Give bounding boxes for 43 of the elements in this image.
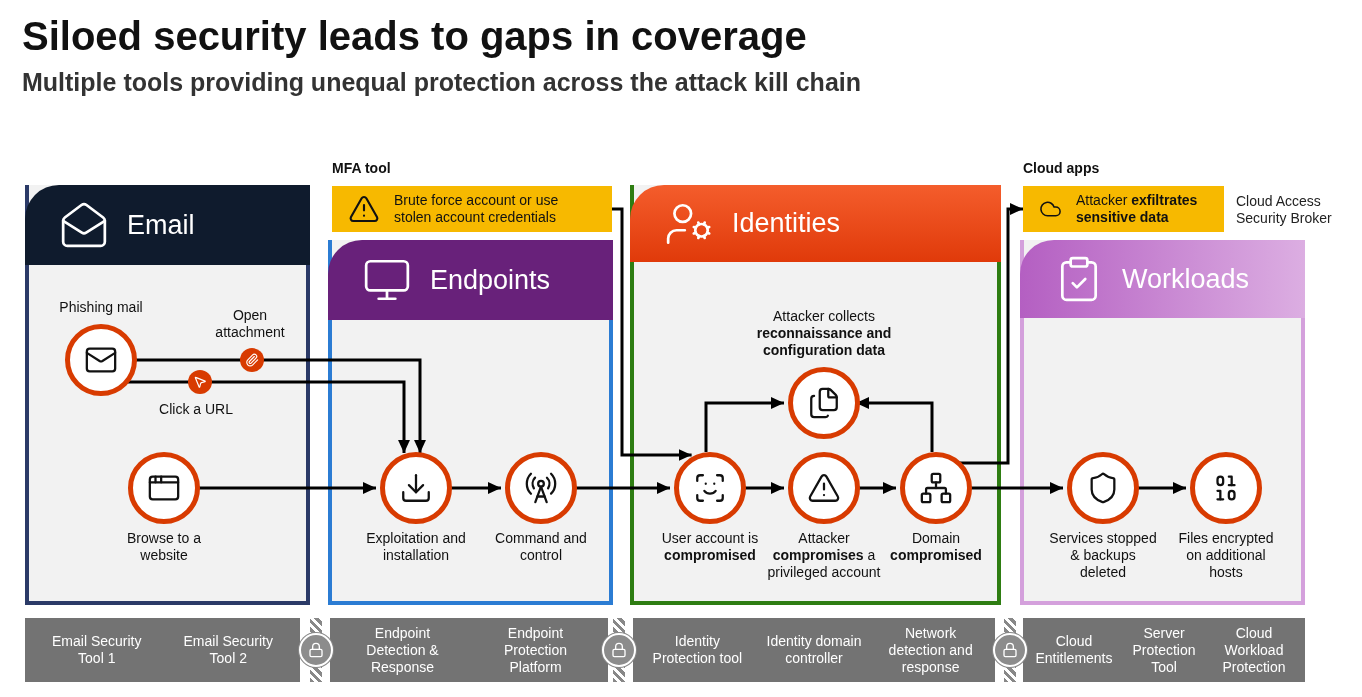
tool-name: Endpoint Protection Platform xyxy=(502,624,568,676)
tool-bar xyxy=(330,618,608,682)
callout-text: Brute force account or use stolen account credentials xyxy=(394,192,560,226)
step-label: Domain compromised xyxy=(889,530,983,564)
step-label: Files encrypted on additional hosts xyxy=(1177,530,1275,581)
arrow xyxy=(704,397,784,452)
subtitle: Multiple tools providing unequal protection across the attack kill chain xyxy=(22,68,861,97)
panel-title: Email xyxy=(127,209,195,241)
callout-heading: Cloud apps xyxy=(1023,160,1101,178)
side-note: Cloud Access Security Broker xyxy=(1236,193,1333,227)
tool-name: Server Protection Tool xyxy=(1131,624,1197,676)
panel xyxy=(328,240,613,605)
tool-name: Email Security Tool 1 xyxy=(51,633,143,667)
tool-name: Email Security Tool 2 xyxy=(182,633,274,667)
arrow xyxy=(612,207,692,461)
step-label: Services stopped & backups deleted xyxy=(1048,530,1158,581)
step-label: User account is compromised xyxy=(660,530,760,564)
panel xyxy=(1020,240,1305,605)
callout-text: Attacker exfiltrates sensitive data xyxy=(1076,192,1199,226)
tool-bar xyxy=(633,618,995,682)
step-label: Attacker collects reconnaissance and configuration data xyxy=(755,308,893,359)
tool-name: Identity domain controller xyxy=(765,633,863,667)
callout-heading: MFA tool xyxy=(332,160,392,178)
tool-name: Identity Protection tool xyxy=(651,633,744,667)
edge-label: Click a URL xyxy=(158,401,234,418)
panel-title: Workloads xyxy=(1122,263,1250,295)
tool-name: Network detection and response xyxy=(887,624,974,676)
tool-name: Cloud Workload Protection xyxy=(1221,624,1287,676)
panel-title: Endpoints xyxy=(430,264,551,296)
panel xyxy=(25,185,310,605)
step-label: Command and control xyxy=(494,530,588,564)
panel xyxy=(630,185,1001,605)
tool-bar xyxy=(1023,618,1305,682)
edge-label: Open attachment xyxy=(214,307,286,341)
tool-bar xyxy=(25,618,300,682)
step-label: Attacker compromises a privileged account xyxy=(766,530,882,581)
step-label: Phishing mail xyxy=(59,299,143,316)
step-label: Exploitation and installation xyxy=(365,530,467,564)
tool-name: Endpoint Detection & Response xyxy=(365,624,440,676)
tool-name: Cloud Entitlements xyxy=(1034,633,1114,667)
panel-title: Identities xyxy=(732,208,841,239)
step-label: Browse to a website xyxy=(126,530,202,564)
title: Siloed security leads to gaps in coverage xyxy=(22,14,807,59)
